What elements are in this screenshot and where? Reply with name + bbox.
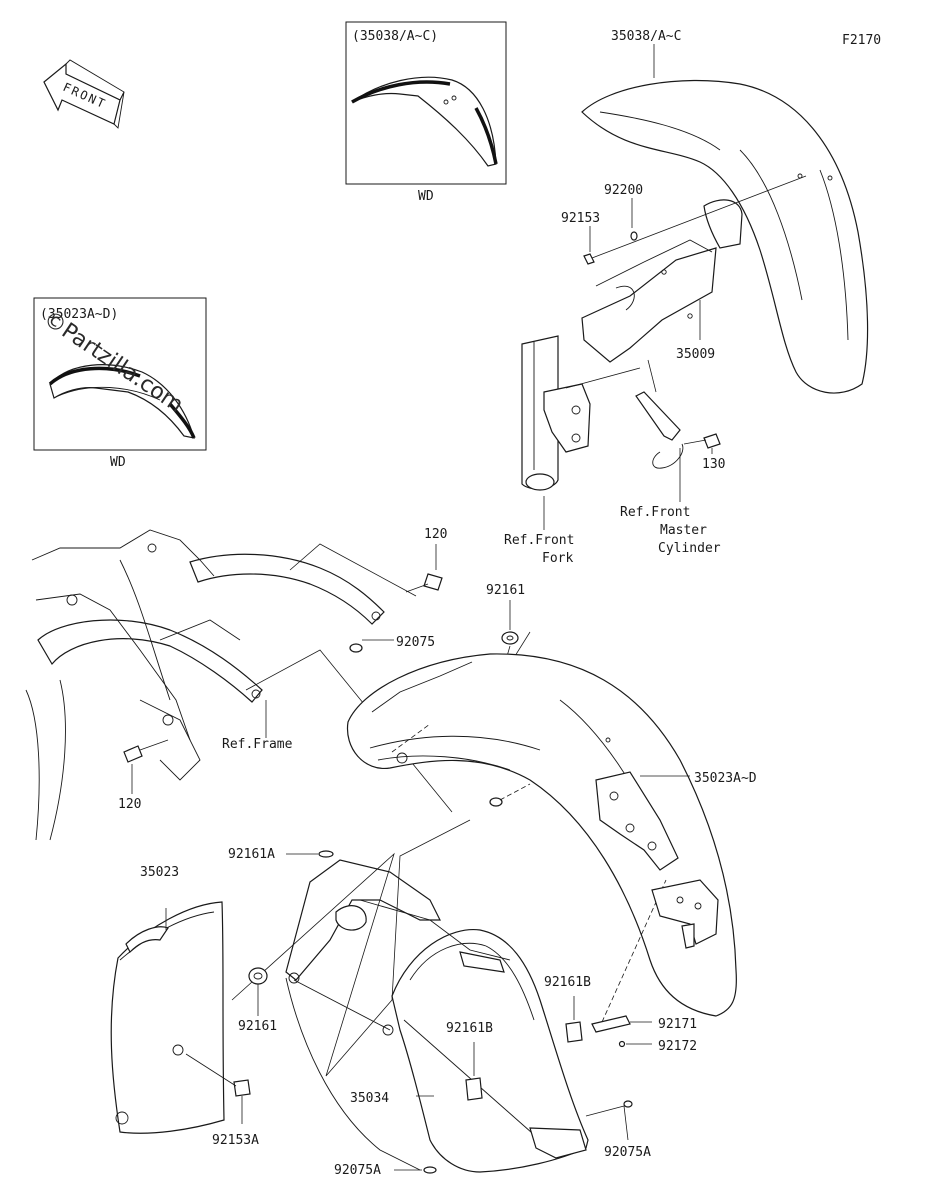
rear-fender-variant-footer: WD xyxy=(110,455,126,470)
front-fender xyxy=(581,79,869,394)
callout-flap-35023: 35023 xyxy=(140,865,179,880)
bolt-130-icon xyxy=(683,433,721,449)
bolt-120-top-icon xyxy=(405,573,443,593)
rear-fender-variant-inset: (35023A~D) WD xyxy=(33,297,207,470)
callout-plate-92171: 92171 xyxy=(658,1017,697,1032)
bolt-92153-icon xyxy=(583,175,807,265)
callout-inner-fender-35034: 35034 xyxy=(350,1091,389,1106)
callout-bolt-92153: 92153 xyxy=(561,211,600,226)
callout-grommet-92075: 92075 xyxy=(396,635,435,650)
front-fender-variant-caption: (35038/A~C) xyxy=(352,29,438,44)
callout-rear-fender: 35023A~D xyxy=(694,771,757,786)
rear-fender-variant-caption: (35023A~D) xyxy=(40,307,118,322)
callout-pad-92075a-bottom: 92075A xyxy=(334,1163,381,1178)
front-arrow-icon: FRONT xyxy=(43,59,125,129)
callout-bracket-35009: 35009 xyxy=(676,347,715,362)
front-fender-bracket xyxy=(581,199,743,363)
callout-pad-92075a-right: 92075A xyxy=(604,1145,651,1160)
callout-bolt-120-bottom: 120 xyxy=(118,797,141,812)
pad-92075a-bottom-icon xyxy=(394,1166,437,1174)
screw-92172-icon xyxy=(618,1040,652,1048)
callout-bolt-120-top: 120 xyxy=(424,527,447,542)
callout-grommet-92161-top: 92161 xyxy=(486,583,525,598)
callout-ref-master-cylinder-line2: Master xyxy=(660,523,707,538)
bolt-92153a-icon xyxy=(185,1053,251,1124)
rear-flap xyxy=(110,901,225,1134)
hose-clamp xyxy=(635,359,684,469)
washer-92200-icon xyxy=(630,231,638,241)
callout-bolt-92200: 92200 xyxy=(604,183,643,198)
callout-pad-92161b-center: 92161B xyxy=(446,1021,493,1036)
callout-ref-master-cylinder-line1: Ref.Front xyxy=(620,505,690,520)
callout-grommet-92161-bottom: 92161 xyxy=(238,1019,277,1034)
callout-ref-front-fork-line2: Fork xyxy=(542,551,573,566)
front-fender-variant-inset: (35038/A~C) WD xyxy=(345,21,507,204)
callout-pad-92161b-right: 92161B xyxy=(544,975,591,990)
callout-ref-front-fork-line1: Ref.Front xyxy=(504,533,574,548)
diagram-code: F2170 xyxy=(842,33,881,48)
callout-ref-master-cylinder-line3: Cylinder xyxy=(658,541,721,556)
bolt-120-bottom-icon xyxy=(123,739,169,763)
callout-pad-92161a: 92161A xyxy=(228,847,275,862)
pad-92161b-right-icon xyxy=(565,996,583,1043)
pad-92161a-icon xyxy=(286,850,334,858)
callout-bolt-130: 130 xyxy=(702,457,725,472)
callout-ref-frame: Ref.Frame xyxy=(222,737,293,752)
pad-92161b-center-icon xyxy=(465,1042,483,1101)
front-fork-reference xyxy=(521,335,641,491)
grommet-92161-bottom-icon xyxy=(248,967,268,1016)
watermark: ©Partzilla.com xyxy=(39,306,188,418)
rear-fender xyxy=(346,653,737,1023)
frame-reference xyxy=(25,529,385,841)
front-fender-variant-footer: WD xyxy=(418,189,434,204)
inner-fender xyxy=(285,859,589,1173)
callout-bolt-92153a: 92153A xyxy=(212,1133,259,1148)
pad-92075a-right-icon xyxy=(585,1100,633,1141)
grommet-92075-icon xyxy=(349,643,363,653)
callout-front-fender: 35038/A~C xyxy=(611,29,681,44)
plate-92171-icon xyxy=(591,1015,652,1033)
callout-screw-92172: 92172 xyxy=(658,1039,697,1054)
